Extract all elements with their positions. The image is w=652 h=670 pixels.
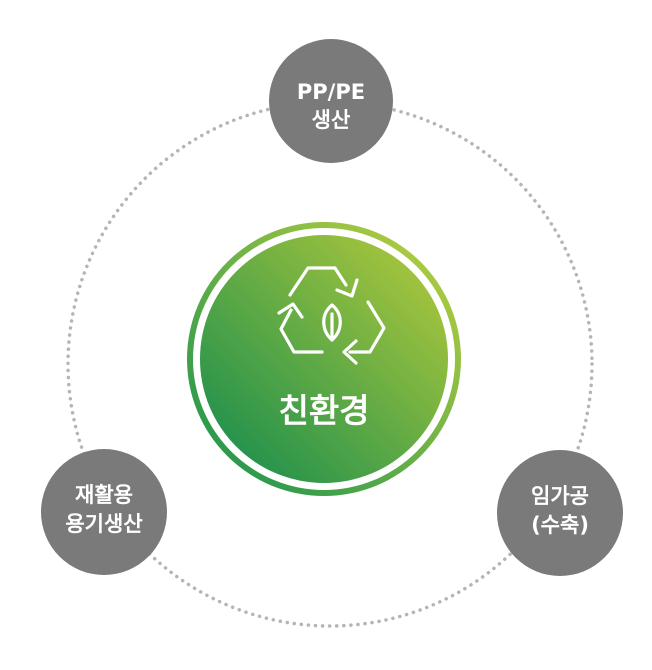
recycle-leaf-icon: [277, 266, 386, 365]
center-node: 친환경: [187, 222, 461, 496]
node-recycled-container-line2: 용기생산: [65, 512, 142, 536]
node-pp-pe: PP/PE 생산: [269, 39, 393, 163]
node-recycled-container: 재활용 용기생산: [41, 449, 167, 575]
node-recycled-container-line1: 재활용: [75, 483, 133, 507]
node-pp-pe-line2: 생산: [312, 108, 351, 132]
node-pp-pe-line1: PP/PE: [297, 80, 365, 104]
node-recycled-container-circle: [41, 449, 167, 575]
node-contract-processing-line1: 임가공: [531, 484, 589, 508]
center-label: 친환경: [278, 391, 369, 430]
node-contract-processing-circle: [497, 450, 623, 576]
center-disc: [200, 235, 448, 483]
node-contract-processing-line2: (수축): [531, 513, 589, 537]
node-contract-processing: 임가공 (수축): [497, 450, 623, 576]
node-pp-pe-circle: [269, 39, 393, 163]
